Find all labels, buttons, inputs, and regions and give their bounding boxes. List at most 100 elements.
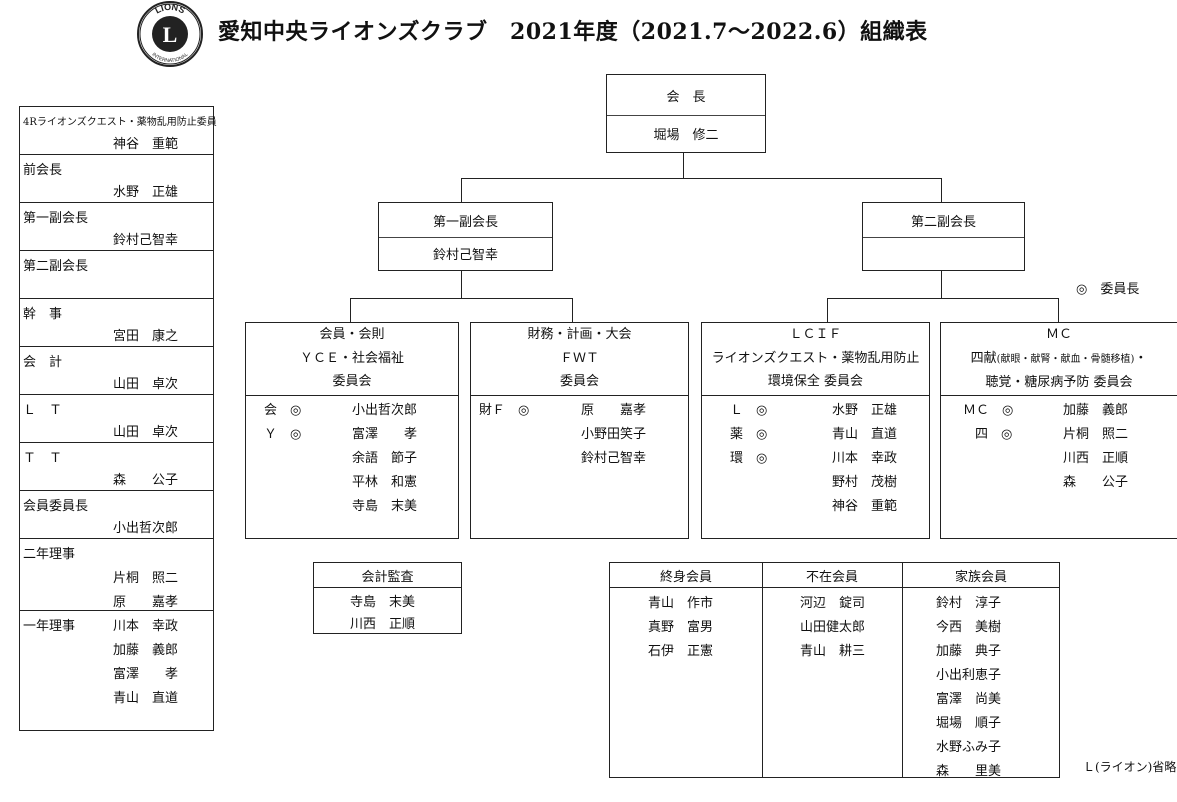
logo-letter: L (163, 22, 178, 47)
president-name: 堀場 修二 (653, 128, 719, 143)
membership-member: 今西 美樹 (936, 620, 1002, 635)
roster-role: 第二副会長 (23, 259, 89, 274)
connector-line (827, 298, 828, 323)
committee-chair-mark: 薬 ◎ (730, 427, 768, 442)
committee-member: 富澤 孝 (352, 427, 418, 442)
committee-member: 川本 幸政 (832, 451, 898, 466)
committee-member: 野村 茂樹 (832, 475, 898, 490)
committee-title-part: ・ (1134, 350, 1148, 366)
committee-chair-mark: Ｙ ◎ (264, 427, 302, 442)
committee-header: ＬＣＩＦ ライオンズクエスト・薬物乱用防止環境保全 委員会 (702, 323, 929, 396)
committee-member: 鈴村己智幸 (581, 451, 647, 466)
committee-title-line: ライオンズクエスト・薬物乱用防止 (711, 350, 920, 366)
connector-line (572, 298, 573, 323)
footnote: Ｌ(ライオン)省略 (1083, 760, 1177, 774)
roster-section: Ｌ Ｔ 山田 卓次 (20, 395, 213, 443)
president-box: 会 長 堀場 修二 (606, 74, 766, 153)
lions-logo: L LIONS INTERNATIONAL (137, 1, 203, 67)
committee-member: 森 公子 (1063, 475, 1129, 490)
roster-member: 片桐 照二 (113, 571, 179, 586)
connector-line (350, 298, 351, 323)
roster-role: Ｔ Ｔ (23, 451, 63, 466)
audit-member: 川西 正順 (350, 617, 416, 632)
membership-member: 河辺 錠司 (800, 596, 866, 611)
committee-chair-mark: Ｌ ◎ (730, 403, 768, 418)
roster-member: 森 公子 (113, 473, 179, 488)
committee-title-line: 会員・会則 (319, 327, 385, 342)
connector-line (461, 270, 462, 298)
vp2-title: 第二副会長 (863, 203, 1024, 238)
column-divider (902, 563, 903, 777)
committee-member: 青山 直道 (832, 427, 898, 442)
page-title: 愛知中央ライオンズクラブ 2021年度（2021.7～2022.6）組織表 (218, 19, 928, 45)
connector-line (941, 178, 942, 202)
membership-column-title: 終身会員 (610, 563, 762, 588)
membership-member: 石伊 正憲 (648, 644, 714, 659)
membership-member: 山田健太郎 (800, 620, 866, 635)
connector-line (461, 178, 942, 179)
roster-section: 第一副会長鈴村己智幸 (20, 203, 213, 251)
roster-member: 鈴村己智幸 (113, 233, 179, 248)
roster-section: 幹 事宮田 康之 (20, 299, 213, 347)
roster-member: 宮田 康之 (113, 329, 179, 344)
connector-line (683, 152, 684, 178)
committee-title-line: 環境保全 委員会 (767, 374, 864, 389)
membership-member: 青山 作市 (648, 596, 714, 611)
roster-member: 加藤 義郎 (113, 643, 179, 658)
roster-member: 山田 卓次 (113, 425, 179, 440)
chair-legend: ◎ 委員長 (1076, 282, 1140, 297)
roster-member: 青山 直道 (113, 691, 179, 706)
committee-chair-mark: ＭＣ ◎ (963, 403, 1014, 418)
committee-title-part: 四献 (970, 350, 997, 366)
roster-member: 水野 正雄 (113, 185, 179, 200)
committee-chair-mark: 四 ◎ (975, 427, 1013, 442)
membership-column-title: 不在会員 (762, 563, 902, 588)
committee-member: 寺島 末美 (352, 499, 418, 514)
officer-roster: 4Rライオンズクエスト・薬物乱用防止委員神谷 重範前会長水野 正雄第一副会長鈴村… (19, 106, 217, 731)
committee-member: 加藤 義郎 (1063, 403, 1129, 418)
committee-title-line: ＹＣＥ・社会福祉 (299, 350, 404, 366)
committee-header: 会員・会則 ＹＣＥ・社会福祉委員会 (246, 323, 458, 396)
audit-member: 寺島 末美 (350, 595, 416, 610)
committee-title-line: 委員会 (332, 374, 372, 389)
roster-member: 山田 卓次 (113, 377, 179, 392)
roster-member: 原 嘉孝 (113, 595, 179, 610)
committee-member: 平林 和憲 (352, 475, 418, 490)
roster-section: 二年理事片桐 照二原 嘉孝川本 幸政 (20, 539, 213, 634)
roster-section: 会 計山田 卓次 (20, 347, 213, 395)
committee-title-line: ＬＣＩＦ (789, 327, 842, 342)
roster-section: 会員委員長小出哲次郎 (20, 491, 213, 539)
committee-title-line: 委員会 (559, 374, 599, 389)
column-divider (762, 563, 763, 777)
membership-member: 堀場 順子 (936, 716, 1002, 731)
committee-member: 原 嘉孝 (581, 403, 647, 418)
committee-member: 小出哲次郎 (352, 403, 418, 418)
committee-member: 水野 正雄 (832, 403, 898, 418)
committee-member: 神谷 重範 (832, 499, 898, 514)
committee-member: 川西 正順 (1063, 451, 1129, 466)
membership-member: 水野ふみ子 (936, 740, 1002, 755)
roster-member: 小出哲次郎 (113, 521, 179, 536)
roster-role: 幹 事 (23, 307, 63, 322)
committee-member: 小野田笑子 (581, 427, 647, 442)
roster-role: 二年理事 (23, 547, 76, 562)
vp2-name (863, 237, 1024, 270)
membership-member: 森 里美 (936, 764, 1002, 779)
committee-title-line: 四献(献眼・献腎・献血・骨髄移植)・ (941, 347, 1177, 372)
roster-member: 川本 幸政 (113, 619, 179, 634)
connector-line (941, 270, 942, 298)
roster-section: 第二副会長 (20, 251, 213, 299)
membership-member: 富澤 尚美 (936, 692, 1002, 707)
connector-line (461, 178, 462, 202)
committee-title-line: 聴覚・糖尿病予防 委員会 (985, 375, 1133, 390)
membership-member: 青山 耕三 (800, 644, 866, 659)
roster-role: Ｌ Ｔ (23, 403, 63, 418)
committee-chair-mark: 財Ｆ ◎ (479, 403, 530, 418)
committee-chair-mark: 環 ◎ (730, 451, 768, 466)
vp1-box: 第一副会長 鈴村己智幸 (378, 202, 553, 271)
